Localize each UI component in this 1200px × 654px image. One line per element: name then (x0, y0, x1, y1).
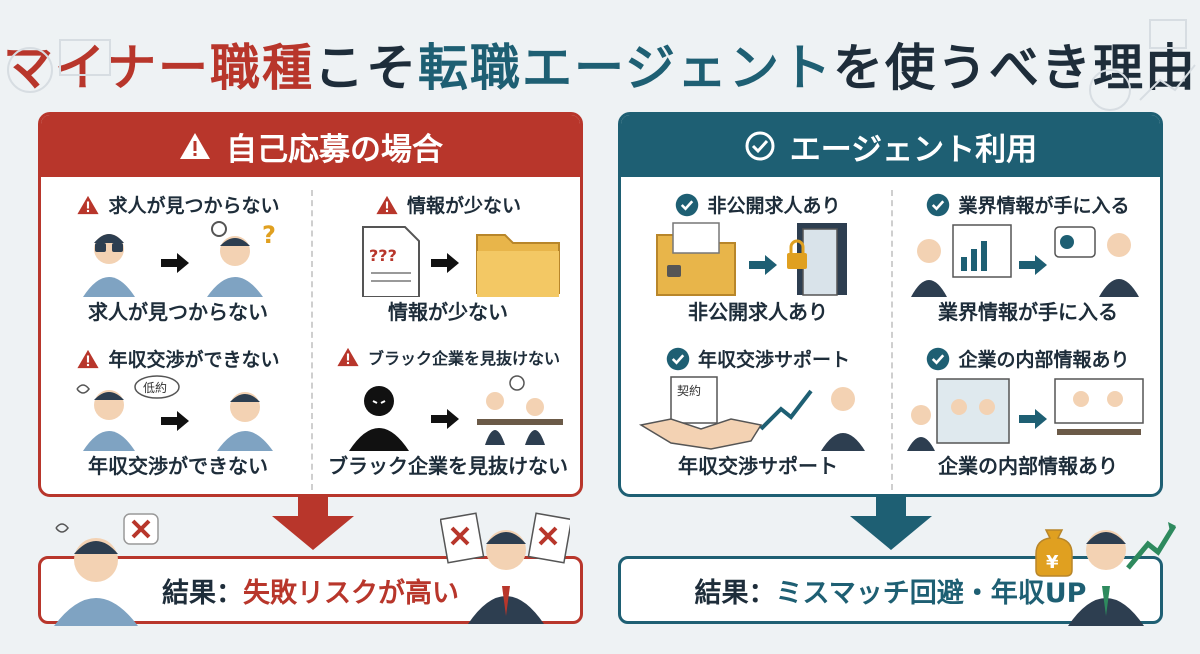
left-item-head: 年収交渉ができない (47, 345, 309, 372)
right-item-industry-info: 業界情報が手に入る 業界情報が手に入る (897, 183, 1159, 333)
check-circle-icon (745, 131, 775, 161)
panel-divider (891, 190, 893, 490)
right-item-salary-support: 年収交渉サポート 契約 年収交渉サポート (627, 337, 889, 487)
background-decoration (7, 19, 1196, 111)
self-application-panel: 自己応募の場合 求人が見つからない ? 求人が見つからない 情報が少ない ??? (38, 112, 583, 497)
panel-divider (311, 190, 313, 490)
worried-person-icon (54, 513, 159, 626)
arrow-right-icon (1019, 409, 1047, 429)
left-item-black-company: ブラック企業を見抜けない ブラック企業を見抜けない (317, 337, 579, 487)
speech-bubble-text: 低約 (143, 380, 167, 395)
result-text: 失敗リスクが高い (243, 577, 459, 609)
left-item-head-text: 情報が少ない (406, 195, 521, 217)
title-part-reason: を使うべき理由 (833, 39, 1197, 97)
title-part-koso: こそ (314, 39, 418, 97)
left-item-head: 情報が少ない (317, 191, 579, 218)
handshake-illustration: 契約 (638, 376, 865, 451)
warning-icon (77, 349, 100, 368)
document-folder-illustration: ??? (362, 226, 560, 297)
warning-icon (180, 133, 210, 159)
title-part-minor: マイナー職種 (3, 39, 314, 97)
arrow-right-icon (161, 411, 189, 431)
successful-businessman-icon: ¥ (1035, 522, 1176, 626)
right-item-head: 年収交渉サポート (627, 345, 889, 372)
agent-use-header: エージェント利用 (621, 115, 1160, 177)
arrow-right-icon (431, 409, 459, 429)
arrow-right-icon (749, 255, 777, 275)
right-item-head-text: 企業の内部情報あり (958, 349, 1130, 371)
right-item-head: 企業の内部情報あり (897, 345, 1159, 372)
result-label: 結果： (162, 577, 243, 609)
arrow-right-icon (161, 253, 189, 273)
right-item-head: 業界情報が手に入る (897, 191, 1159, 218)
arrow-down-icon (272, 494, 354, 550)
arrow-right-icon (431, 253, 459, 273)
right-item-internal-info: 企業の内部情報あり 企業の内部情報あり (897, 337, 1159, 487)
right-item-private-jobs: 非公開求人あり 非公開求人あり (627, 183, 889, 333)
result-text: ミスマッチ回避・年収UP (775, 577, 1087, 609)
left-item-head-text: 年収交渉ができない (108, 349, 280, 371)
right-item-caption: 業界情報が手に入る (938, 300, 1118, 324)
left-item-cannot-negotiate: 年収交渉ができない 低約 年収交渉ができない (47, 337, 309, 487)
agent-use-title: エージェント利用 (789, 131, 1038, 168)
warning-icon (376, 195, 398, 214)
svg-text:?: ? (262, 221, 276, 249)
title-part-agent: 転職エージェント (418, 39, 833, 97)
doc-question-mark: ??? (369, 246, 397, 265)
left-item-head-text: 求人が見つからない (108, 195, 280, 217)
left-item-caption: 年収交渉ができない (88, 454, 268, 478)
agent-use-panel: エージェント利用 非公開求人あり 非公開求人あり 業界情報が手に入る (618, 112, 1163, 497)
self-application-title: 自己応募の場合 (226, 131, 443, 168)
money-bag-icon (1035, 529, 1073, 577)
x-mark-icon (131, 519, 151, 539)
meeting-room-illustration (907, 378, 1144, 451)
worried-person-illustration: 低約 (76, 375, 273, 451)
left-item-head: 求人が見つからない (47, 191, 309, 218)
right-item-head-text: 業界情報が手に入る (958, 195, 1130, 217)
warning-icon (337, 347, 359, 367)
left-item-head-text: ブラック企業を見抜けない (367, 349, 560, 368)
right-item-head-text: 非公開求人あり (707, 195, 841, 217)
left-item-caption: ブラック企業を見抜けない (328, 454, 568, 478)
left-item-caption: 求人が見つからない (88, 300, 268, 324)
check-circle-icon (676, 193, 699, 216)
result-label: 結果： (694, 577, 776, 609)
check-circle-icon (666, 347, 690, 370)
left-item-job-not-found: 求人が見つからない ? 求人が見つからない (47, 183, 309, 333)
warning-icon (77, 195, 100, 214)
money-bag-symbol: ¥ (1046, 552, 1059, 573)
left-item-head: ブラック企業を見抜けない (317, 345, 579, 369)
page-title: マイナー職種こそ転職エージェントを使うべき理由 (0, 28, 1200, 100)
presentation-illustration (911, 224, 1139, 297)
arrow-down-icon (850, 494, 932, 550)
arrow-right-icon (1019, 255, 1047, 275)
right-item-caption: 年収交渉サポート (678, 454, 838, 478)
check-circle-icon (927, 193, 950, 216)
folder-door-illustration (656, 222, 847, 296)
left-item-little-info: 情報が少ない ??? 情報が少ない (317, 183, 579, 333)
right-item-caption: 企業の内部情報あり (938, 454, 1118, 478)
rejected-businessman-icon (440, 512, 570, 624)
self-application-header: 自己応募の場合 (41, 115, 580, 177)
right-item-head-text: 年収交渉サポート (697, 349, 850, 371)
left-item-caption: 情報が少ない (388, 300, 508, 324)
shadow-person-illustration (349, 375, 563, 451)
check-circle-icon (927, 347, 950, 370)
binoculars-person-illustration: ? (83, 221, 276, 297)
right-item-head: 非公開求人あり (627, 191, 889, 218)
contract-doc-label: 契約 (677, 383, 701, 398)
right-item-caption: 非公開求人あり (688, 300, 828, 324)
